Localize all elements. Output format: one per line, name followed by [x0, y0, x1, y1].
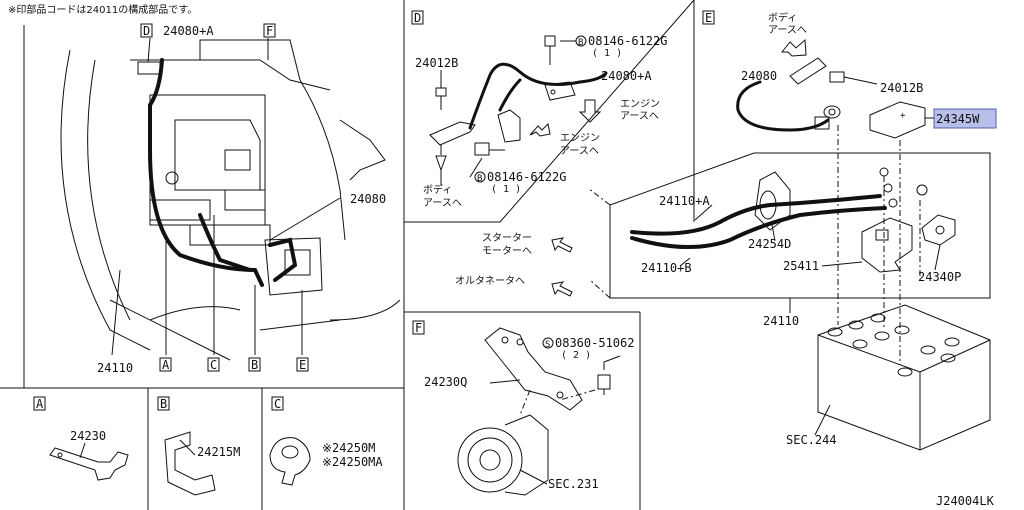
part-24080-label: 24080 — [350, 192, 386, 206]
e-starter-l2: モーターへ — [482, 245, 532, 257]
callout-box-c — [207, 357, 220, 372]
d-bolt2-qty: ( 1 ) — [491, 184, 521, 195]
clip-24215m-drawing — [164, 431, 216, 496]
callout-box-a — [159, 357, 172, 372]
svg-text:S: S — [545, 340, 550, 350]
callout-box-d — [140, 23, 153, 38]
d-bolt2-circle-b — [474, 171, 486, 183]
d-part-24080a-label: 24080+A — [601, 69, 652, 83]
panel-d-letter: D — [414, 11, 421, 25]
f-bracket-alternator-drawing — [457, 327, 621, 496]
e-part-24110b-label: 24110+B — [641, 261, 692, 275]
panel-c-letter: C — [274, 397, 281, 411]
panel-d-box — [411, 10, 424, 25]
d-engine-earth2-l2: アースへ — [560, 146, 599, 157]
part-24250ma-label: ※24250MA — [322, 455, 383, 469]
e-part-25411-label: 25411 — [783, 259, 819, 273]
e-body-earth-l1: ボディ — [768, 11, 797, 24]
f-screw-code: 08360-51062 — [555, 336, 634, 350]
e-part-24110a-label: 24110+A — [659, 194, 710, 208]
callout-box-b — [248, 357, 261, 372]
panel-borders — [0, 0, 695, 510]
callout-b: B — [251, 358, 258, 372]
e-cable-assembly-drawing — [551, 125, 956, 365]
callout-e: E — [299, 358, 306, 372]
d-body-earth-l1: ボディ — [423, 183, 452, 196]
part-24080a-label: 24080+A — [163, 24, 214, 38]
panel-a-letter: A — [36, 397, 44, 411]
d-part-24012b-label: 24012B — [415, 56, 458, 70]
svg-text:B: B — [477, 174, 482, 184]
part-24230-label: 24230 — [70, 429, 106, 443]
panel-e-letter: E — [705, 11, 712, 25]
d-body-earth-l2: アースへ — [423, 198, 462, 209]
diagram-id: J24004LK — [936, 494, 995, 508]
e-part-24080-label: 24080 — [741, 69, 777, 83]
grommet-24250m-drawing — [269, 437, 311, 486]
callout-f: F — [266, 24, 273, 38]
panel-f-box — [412, 320, 425, 335]
part-24110-label: 24110 — [97, 361, 133, 375]
d-bolt1-code: 08146-6122G — [588, 34, 667, 48]
panel-f-letter: F — [415, 321, 422, 335]
e-part-24340p-label: 24340P — [918, 270, 961, 284]
callout-box-f — [263, 23, 276, 38]
e-cable-assembly-frame — [609, 152, 991, 299]
f-screw-circle-s — [542, 337, 554, 349]
engine-bay-view — [60, 37, 401, 361]
e-alternator: オルタネータへ — [455, 275, 525, 287]
header-note: ※印部品コードは24011の構成部品です。 — [8, 3, 197, 16]
panel-a-box — [33, 396, 46, 411]
part-24250m-label: ※24250M — [322, 441, 375, 455]
panel-c-box — [271, 396, 284, 411]
d-cable-drawing — [429, 35, 608, 185]
panel-b-letter: B — [160, 397, 167, 411]
d-engine-earth1-l2: アースへ — [620, 111, 659, 122]
bracket-24230-drawing — [49, 442, 129, 481]
callout-c: C — [210, 358, 217, 372]
e-starter-l1: スターター — [482, 232, 532, 244]
part-24215m-label: 24215M — [197, 445, 240, 459]
callout-box-e — [296, 357, 309, 372]
e-part-24012b-label: 24012B — [880, 81, 923, 95]
svg-text:B: B — [578, 38, 583, 48]
panel-b-box — [157, 396, 170, 411]
d-engine-earth2-l1: エンジン — [560, 133, 600, 144]
e-sec244-label: SEC.244 — [786, 433, 837, 447]
callout-a: A — [162, 358, 170, 372]
f-part-24230q-label: 24230Q — [424, 375, 467, 389]
f-sec231-label: SEC.231 — [548, 477, 599, 491]
d-bolt2-code: 08146-6122G — [487, 170, 566, 184]
e-part-24254d-label: 24254D — [748, 237, 791, 251]
panel-e-box — [702, 10, 715, 25]
f-screw-qty: ( 2 ) — [561, 350, 591, 361]
callout-d: D — [143, 24, 150, 38]
svg-text:+: + — [900, 111, 906, 121]
e-part-24345w-label[interactable]: 24345W — [936, 112, 980, 126]
d-engine-earth1-l1: エンジン — [620, 99, 660, 110]
e-part-24110-label: 24110 — [763, 314, 799, 328]
e-body-earth-l2: アースへ — [768, 25, 807, 36]
battery-drawing — [814, 304, 991, 451]
d-bolt1-qty: ( 1 ) — [592, 48, 622, 59]
e-top-cable-drawing: + — [736, 38, 934, 139]
